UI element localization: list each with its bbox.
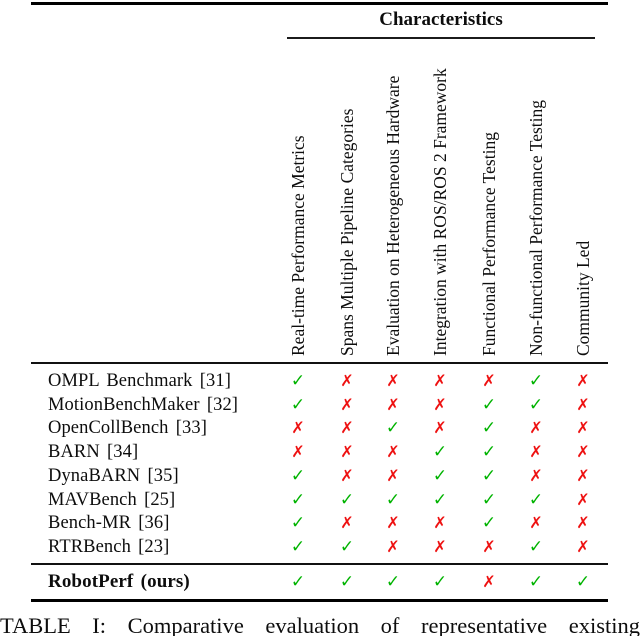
table-row: MotionBenchMaker [32] ✓ ✗ ✗ ✗ ✓ ✓ ✗ [0,393,640,417]
table-row: OpenCollBench [33] ✗ ✗ ✓ ✗ ✓ ✗ ✗ [0,416,640,440]
check-icon: ✓ [290,536,306,557]
check-icon: ✓ [290,371,306,391]
table-row: OMPL Benchmark [31] ✓ ✗ ✗ ✗ ✗ ✓ ✗ [0,369,640,393]
row-label: Bench-MR [36] [48,513,170,534]
check-icon: ✓ [481,513,497,534]
cross-icon: ✗ [482,536,496,556]
row-label: MAVBench [25] [48,489,176,510]
cross-icon: ✗ [386,394,400,414]
check-icon: ✓ [481,394,497,415]
check-icon: ✓ [432,489,448,510]
cross-icon: ✗ [386,442,400,462]
column-header: Spans Multiple Pipeline Categories [337,108,357,356]
column-header: Non-functional Performance Testing [526,99,546,356]
cross-icon: ✗ [529,418,543,438]
check-icon: ✓ [290,489,306,510]
cross-icon: ✗ [340,394,354,414]
table-row: DynaBARN [35] ✓ ✗ ✗ ✓ ✓ ✗ ✗ [0,464,640,488]
row-label: DynaBARN [35] [48,465,179,486]
table-row: RTRBench [23] ✓ ✓ ✗ ✗ ✗ ✓ ✗ [0,535,640,559]
cross-icon: ✗ [386,536,400,556]
check-icon: ✓ [481,418,497,439]
cross-icon: ✗ [340,513,354,533]
check-icon: ✓ [481,442,497,463]
cross-icon: ✗ [576,489,590,509]
column-header: Functional Performance Testing [479,132,499,356]
column-header: Real-time Performance Metrics [288,135,308,356]
row-label: MotionBenchMaker [32] [48,394,239,415]
cross-icon: ✗ [340,371,354,390]
cross-icon: ✗ [291,418,305,438]
check-icon: ✓ [290,465,306,486]
row-label: OMPL Benchmark [31] [48,371,231,391]
header-body-divider [31,362,608,364]
cross-icon: ✗ [433,536,447,556]
column-header: Evaluation on Heterogeneous Hardware [383,75,403,356]
cross-icon: ✗ [433,418,447,438]
robotperf-row: RobotPerf (ours) ✓ ✓ ✓ ✓ ✗ ✓ ✓ [0,569,640,595]
cross-icon: ✗ [386,371,400,390]
check-icon: ✓ [528,371,544,391]
column-header: Community Led [573,240,593,356]
cross-icon: ✗ [340,442,354,462]
check-icon: ✓ [339,536,355,557]
cross-icon: ✗ [576,371,590,390]
cross-icon: ✗ [291,442,305,462]
cross-icon: ✗ [529,442,543,462]
cross-icon: ✗ [482,572,496,591]
cross-icon: ✗ [576,513,590,533]
check-icon: ✓ [385,489,401,510]
check-icon: ✓ [528,489,544,510]
table-row: BARN [34] ✗ ✗ ✗ ✓ ✓ ✗ ✗ [0,440,640,464]
cross-icon: ✗ [433,371,447,390]
top-rule [31,2,608,5]
table-row: Bench-MR [36] ✓ ✗ ✗ ✗ ✓ ✗ ✗ [0,511,640,535]
check-icon: ✓ [290,513,306,534]
cross-icon: ✗ [529,513,543,533]
column-header: Integration with ROS/ROS 2 Framework [430,68,450,356]
check-icon: ✓ [432,572,448,592]
cross-icon: ✗ [482,371,496,390]
check-icon: ✓ [385,418,401,439]
row-label: RobotPerf (ours) [48,571,190,592]
cross-icon: ✗ [576,442,590,462]
cross-icon: ✗ [386,465,400,485]
cross-icon: ✗ [529,465,543,485]
row-label: RTRBench [23] [48,536,170,557]
cross-icon: ✗ [576,536,590,556]
cross-icon: ✗ [433,513,447,533]
row-label: BARN [34] [48,442,139,463]
check-icon: ✓ [432,465,448,486]
check-icon: ✓ [290,394,306,415]
characteristics-header: Characteristics [379,9,503,30]
body-footer-divider [31,563,608,565]
table-caption: TABLE I: Comparative evaluation of repre… [0,613,640,636]
check-icon: ✓ [339,572,355,592]
cross-icon: ✗ [576,465,590,485]
check-icon: ✓ [339,489,355,510]
cross-icon: ✗ [340,465,354,485]
characteristics-underline [287,37,595,39]
check-icon: ✓ [385,572,401,592]
cross-icon: ✗ [576,418,590,438]
cross-icon: ✗ [340,418,354,438]
check-icon: ✓ [528,394,544,415]
row-label: OpenCollBench [33] [48,418,207,439]
check-icon: ✓ [432,442,448,463]
cross-icon: ✗ [433,394,447,414]
cross-icon: ✗ [576,394,590,414]
check-icon: ✓ [528,536,544,557]
check-icon: ✓ [481,465,497,486]
cross-icon: ✗ [386,513,400,533]
table-row: MAVBench [25] ✓ ✓ ✓ ✓ ✓ ✓ ✗ [0,488,640,512]
check-icon: ✓ [290,572,306,592]
check-icon: ✓ [575,572,591,592]
bottom-rule [31,599,608,602]
check-icon: ✓ [528,572,544,592]
check-icon: ✓ [481,489,497,510]
